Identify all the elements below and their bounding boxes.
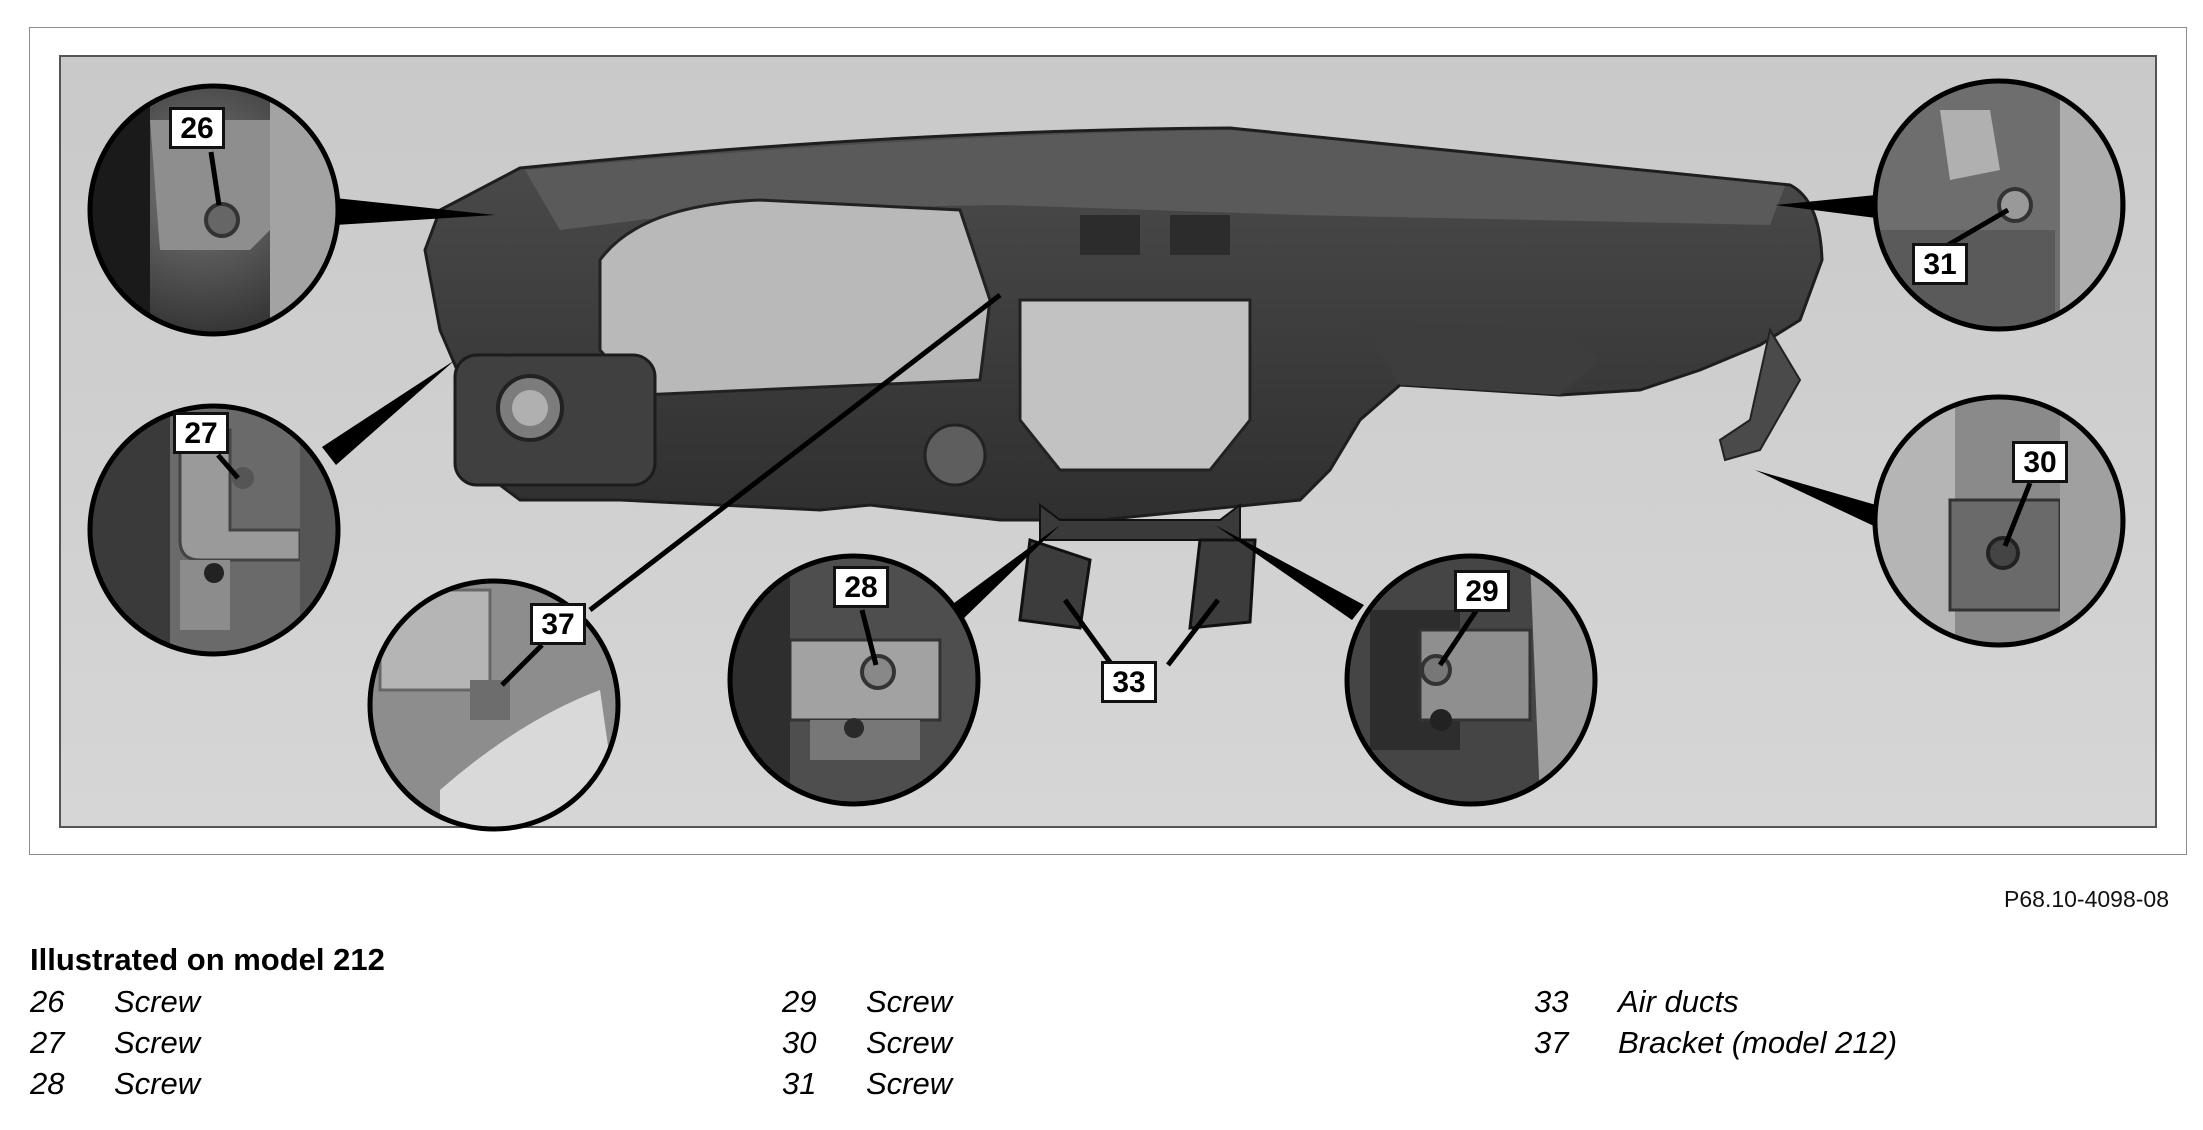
callout-26: 26	[169, 107, 225, 149]
legend-label: Screw	[114, 1066, 201, 1101]
legend-label: Screw	[114, 1025, 201, 1060]
legend-item: 31 Screw	[782, 1066, 952, 1107]
callout-27: 27	[173, 412, 229, 454]
legend-label: Screw	[114, 984, 201, 1019]
legend-column-3: 33 Air ducts 37 Bracket (model 212)	[1534, 984, 1897, 1066]
detail-view-30	[1872, 394, 2126, 648]
legend-label: Screw	[866, 1025, 953, 1060]
legend-number: 28	[30, 1066, 65, 1101]
legend-item: 27 Screw	[30, 1025, 200, 1066]
legend-item: 33 Air ducts	[1534, 984, 1897, 1025]
callout-29: 29	[1454, 570, 1510, 612]
legend-number: 27	[30, 1025, 65, 1060]
callout-31: 31	[1912, 243, 1968, 285]
legend-label: Bracket (model 212)	[1618, 1025, 1898, 1060]
legend-label: Air ducts	[1618, 984, 1739, 1019]
legend-item: 26 Screw	[30, 984, 200, 1025]
legend-item: 30 Screw	[782, 1025, 952, 1066]
callout-30: 30	[2012, 441, 2068, 483]
figure-code: P68.10-4098-08	[2004, 886, 2169, 912]
legend-label: Screw	[866, 984, 953, 1019]
legend-number: 26	[30, 984, 65, 1019]
callout-28: 28	[833, 566, 889, 608]
detail-view-31	[1872, 78, 2126, 332]
caption-heading: Illustrated on model 212	[30, 942, 385, 977]
legend-number: 33	[1534, 984, 1569, 1019]
legend-number: 31	[782, 1066, 817, 1101]
dashboard-illustration	[59, 55, 2157, 832]
legend-item: 28 Screw	[30, 1066, 200, 1107]
legend-number: 37	[1534, 1025, 1569, 1060]
legend-label: Screw	[866, 1066, 953, 1101]
dashboard-body	[423, 126, 1824, 630]
detail-view-29	[1344, 553, 1598, 807]
legend-item: 37 Bracket (model 212)	[1534, 1025, 1897, 1066]
leader-lines	[322, 195, 1876, 667]
callout-33: 33	[1101, 661, 1157, 703]
detail-view-28	[727, 553, 981, 807]
callout-37: 37	[530, 603, 586, 645]
legend-number: 30	[782, 1025, 817, 1060]
legend-number: 29	[782, 984, 817, 1019]
legend-item: 29 Screw	[782, 984, 952, 1025]
